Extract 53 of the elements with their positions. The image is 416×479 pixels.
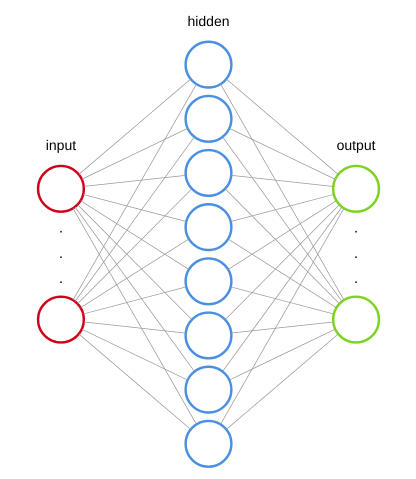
- connector: [227, 200, 336, 270]
- node-circle: [184, 94, 232, 143]
- connector: [222, 136, 342, 302]
- connector: [72, 208, 196, 424]
- node-circle: [331, 164, 380, 213]
- connector: [80, 128, 188, 180]
- connector: [76, 188, 192, 304]
- connector: [224, 204, 340, 320]
- connector: [76, 204, 192, 320]
- node-circle: [184, 257, 232, 306]
- connector: [230, 322, 334, 334]
- label: .: [353, 244, 358, 262]
- connector: [74, 206, 194, 372]
- connector: [74, 136, 194, 302]
- connector: [227, 238, 336, 308]
- connector: [222, 206, 342, 372]
- label: .: [58, 220, 63, 237]
- connector: [226, 334, 338, 430]
- label: .: [353, 220, 358, 237]
- connector: [220, 208, 344, 425]
- label: .: [353, 270, 358, 287]
- label: hidden: [186, 12, 230, 29]
- node-circle: [184, 203, 232, 252]
- node-circle: [36, 164, 85, 213]
- connector: [228, 328, 336, 380]
- connector: [230, 175, 334, 187]
- label: .: [58, 270, 63, 287]
- connector: [228, 128, 336, 180]
- node-circle: [331, 295, 380, 344]
- connector: [220, 84, 344, 300]
- connector: [80, 328, 188, 380]
- node-circle: [184, 420, 232, 468]
- connector: [82, 194, 186, 222]
- connector: [72, 84, 196, 300]
- connector: [80, 238, 189, 308]
- node-circle: [184, 40, 232, 89]
- label: input: [45, 137, 76, 154]
- label: output: [336, 137, 376, 154]
- connector: [224, 188, 340, 304]
- connector: [78, 334, 191, 430]
- connector: [230, 194, 334, 222]
- connector: [226, 78, 338, 175]
- connector: [78, 78, 191, 175]
- label: .: [58, 244, 63, 262]
- connector: [83, 322, 186, 334]
- node-circle: [184, 366, 232, 414]
- node-circle: [36, 295, 85, 344]
- node-circle: [184, 311, 232, 360]
- connector: [83, 174, 186, 187]
- connector: [230, 286, 334, 314]
- connector: [80, 200, 189, 270]
- node-circle: [184, 148, 232, 198]
- connector: [82, 286, 186, 314]
